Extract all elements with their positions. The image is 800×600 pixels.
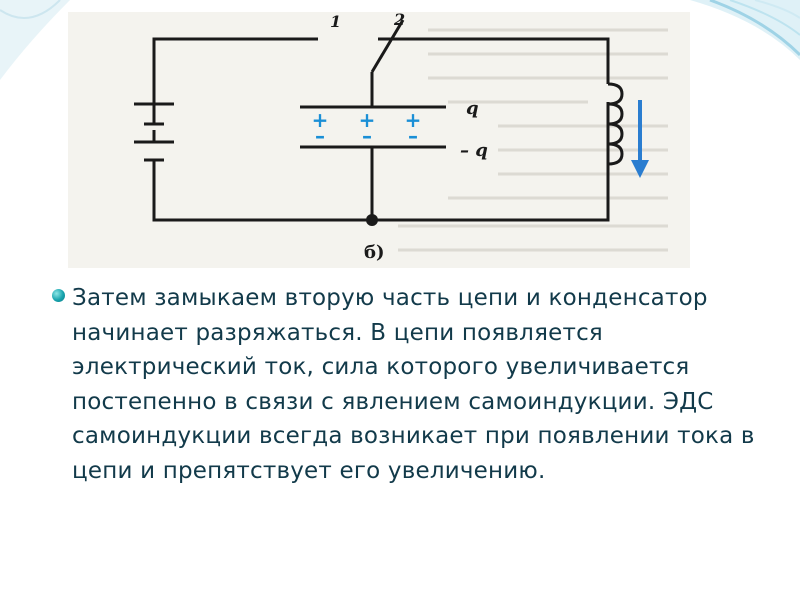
background-text-ghost bbox=[398, 28, 668, 252]
decorative-corner-right bbox=[690, 0, 800, 60]
plus-sign: + bbox=[312, 108, 329, 132]
inductor-coil bbox=[607, 82, 624, 166]
circuit-figure: + + + – – – 1 2 q – q б) bbox=[68, 12, 690, 268]
current-direction-arrow-icon bbox=[631, 100, 649, 178]
battery bbox=[134, 102, 174, 162]
minus-sign: – bbox=[408, 124, 418, 148]
charge-label-positive: q bbox=[466, 98, 479, 119]
switch-label-1: 1 bbox=[330, 12, 341, 31]
charge-label-negative: – q bbox=[460, 140, 488, 161]
capacitor bbox=[300, 105, 446, 149]
junction-dot bbox=[366, 214, 378, 226]
plus-sign: + bbox=[405, 108, 422, 132]
circuit-diagram: + + + – – – 1 2 q – q б) bbox=[134, 12, 668, 263]
figure-caption: б) bbox=[364, 242, 385, 263]
circuit-wires bbox=[152, 19, 610, 222]
minus-sign: – bbox=[315, 124, 325, 148]
bullet-icon bbox=[52, 289, 65, 302]
minus-sign: – bbox=[362, 124, 372, 148]
plus-sign: + bbox=[359, 108, 376, 132]
decorative-corner-left bbox=[0, 0, 70, 80]
body-text: Затем замыкаем вторую часть цепи и конде… bbox=[72, 285, 755, 484]
switch-label-2: 2 bbox=[393, 12, 405, 29]
